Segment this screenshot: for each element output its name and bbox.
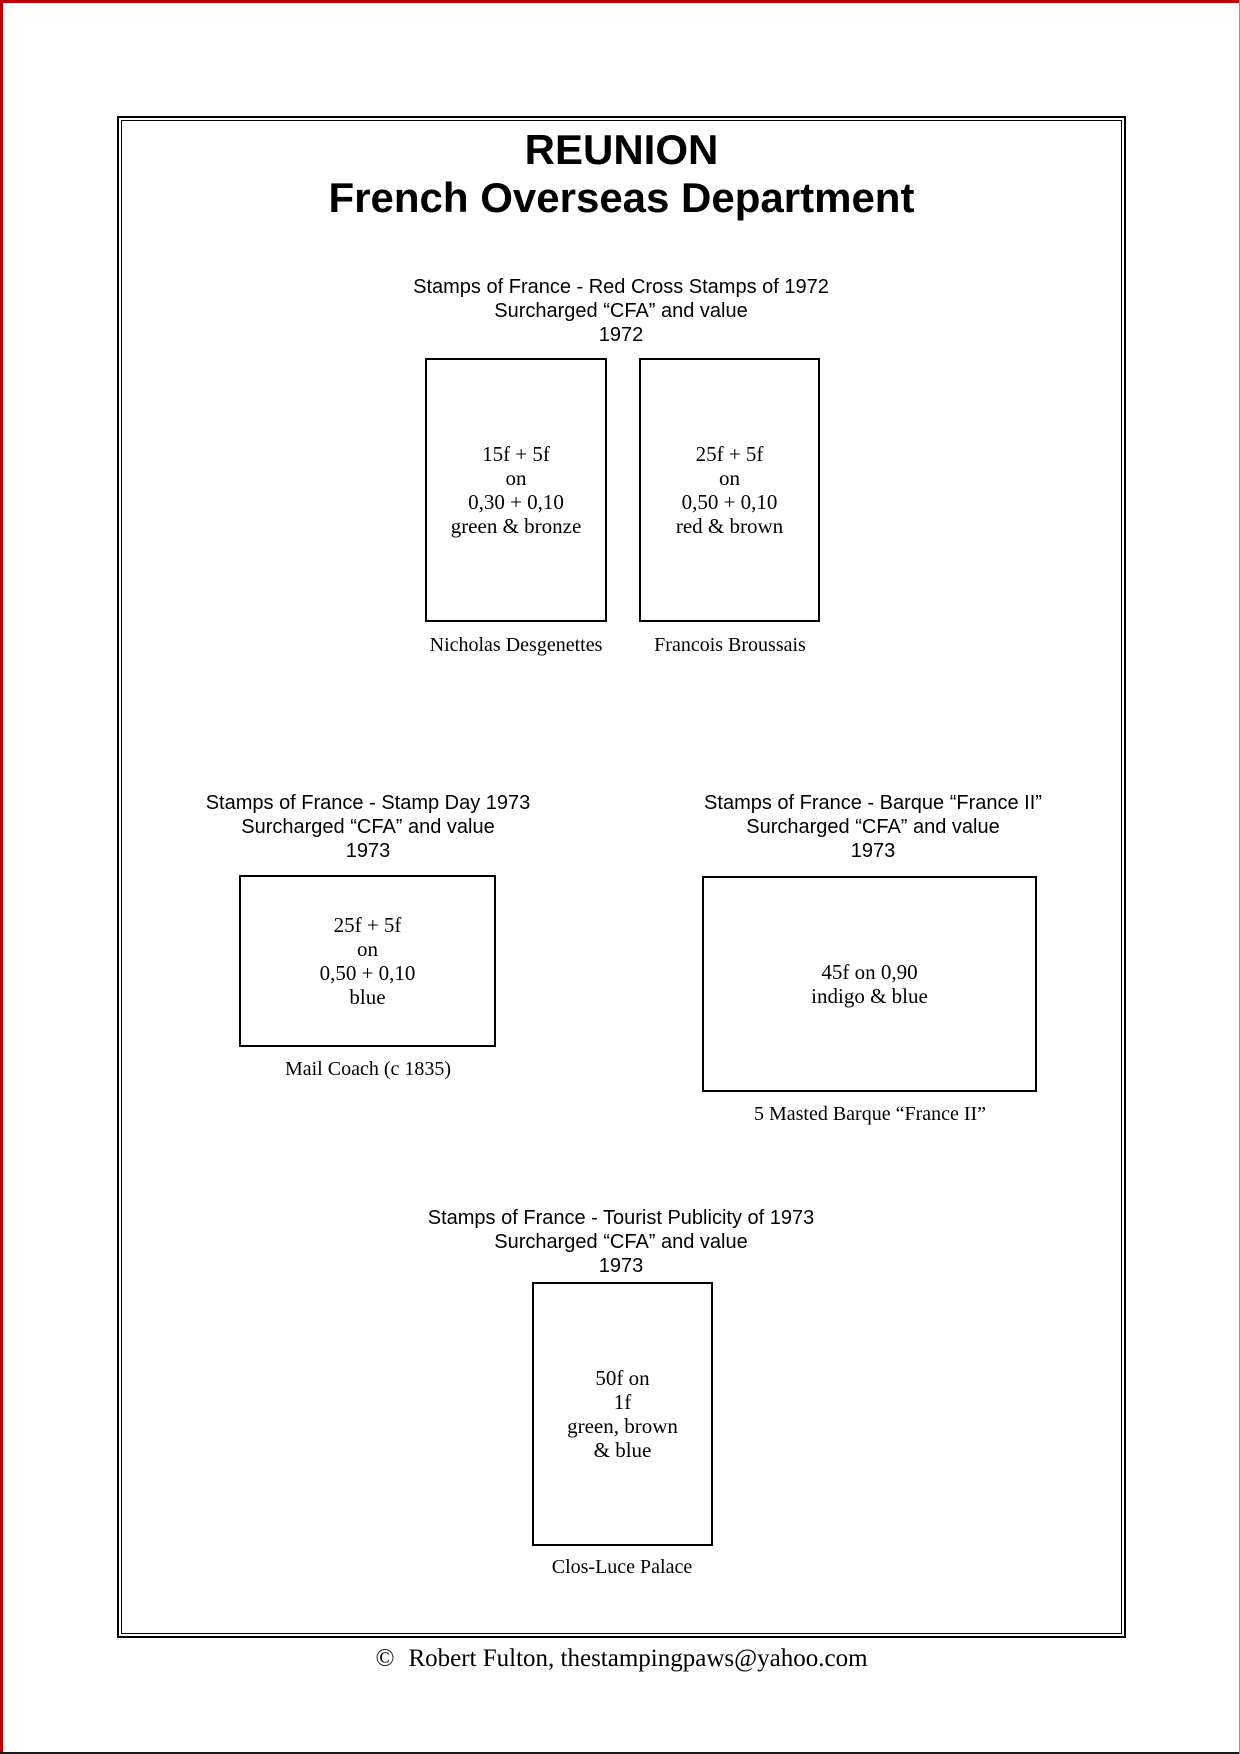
section-header-barque-france-ii: Stamps of France - Barque “France II” Su… (573, 791, 1173, 863)
stamp-box-barque-france-ii: 45f on 0,90 indigo & blue (702, 876, 1037, 1092)
stamp-text-line: 50f on (595, 1366, 650, 1390)
stamp-box-clos-luce-palace: 50f on 1f green, brown & blue (532, 1282, 713, 1546)
page-subtitle: French Overseas Department (328, 174, 915, 221)
stamp-text-line: & blue (593, 1438, 652, 1462)
section-header-line: Surcharged “CFA” and value (494, 300, 748, 322)
page-frame-border (117, 116, 1126, 1638)
section-header-year: 1973 (345, 840, 391, 862)
stamp-box-mail-coach: 25f + 5f on 0,50 + 0,10 blue (239, 875, 496, 1047)
stamp-text-line: on (357, 937, 378, 961)
page-edge-top (0, 0, 1240, 3)
stamp-text-line: on (505, 466, 527, 490)
stamp-text-line: 25f + 5f (333, 913, 402, 937)
stamp-caption-nicholas-desgenettes: Nicholas Desgenettes (429, 634, 603, 656)
page-edge-left (0, 0, 3, 1754)
stamp-description: 25f + 5f on 0,50 + 0,10 red & brown (676, 442, 783, 538)
stamp-text-line: 0,50 + 0,10 (681, 490, 778, 514)
stamp-box-francois-broussais: 25f + 5f on 0,50 + 0,10 red & brown (639, 358, 820, 622)
section-header-line: Surcharged “CFA” and value (746, 816, 1000, 838)
section-header-line: Surcharged “CFA” and value (494, 1231, 748, 1253)
title-block: REUNION French Overseas Department (117, 126, 1126, 222)
page-title: REUNION (524, 126, 719, 173)
page-frame-inner-border (121, 120, 1122, 1634)
section-header-year: 1973 (598, 1255, 644, 1277)
section-header-line: Stamps of France - Red Cross Stamps of 1… (413, 276, 829, 298)
stamp-text-line: green, brown (567, 1414, 678, 1438)
stamp-text-line: 0,30 + 0,10 (468, 490, 564, 514)
stamp-description: 15f + 5f on 0,30 + 0,10 green & bronze (451, 442, 582, 538)
section-header-tourist-publicity-1973: Stamps of France - Tourist Publicity of … (321, 1206, 921, 1278)
stamp-text-line: on (719, 466, 740, 490)
copyright-symbol: © (375, 1645, 395, 1672)
stamp-text-line: 15f + 5f (482, 442, 550, 466)
section-header-line: Stamps of France - Barque “France II” (704, 792, 1042, 814)
stamp-description: 50f on 1f green, brown & blue (567, 1366, 678, 1462)
stamp-text-line: 0,50 + 0,10 (319, 961, 416, 985)
stamp-description: 45f on 0,90 indigo & blue (811, 960, 928, 1008)
section-header-year: 1973 (850, 840, 896, 862)
stamp-text-line: red & brown (675, 514, 784, 538)
stamp-text-line: green & bronze (450, 514, 582, 538)
footer-credit: Robert Fulton, thestampingpaws@yahoo.com (408, 1645, 868, 1672)
stamp-text-line: 45f on 0,90 (821, 960, 918, 984)
section-header-line: Surcharged “CFA” and value (241, 816, 495, 838)
page-footer: © Robert Fulton, thestampingpaws@yahoo.co… (117, 1645, 1126, 1673)
stamp-description: 25f + 5f on 0,50 + 0,10 blue (320, 913, 416, 1009)
section-header-year: 1972 (598, 324, 644, 346)
section-header-stamp-day-1973: Stamps of France - Stamp Day 1973 Surcha… (68, 791, 668, 863)
stamp-box-nicholas-desgenettes: 15f + 5f on 0,30 + 0,10 green & bronze (425, 358, 607, 622)
stamp-text-line: 1f (613, 1390, 632, 1414)
stamp-caption-mail-coach: Mail Coach (c 1835) (284, 1058, 452, 1080)
stamp-text-line: blue (349, 985, 386, 1009)
section-header-red-cross-1972: Stamps of France - Red Cross Stamps of 1… (321, 275, 921, 347)
stamp-caption-clos-luce-palace: Clos-Luce Palace (551, 1556, 693, 1578)
stamp-caption-francois-broussais: Francois Broussais (654, 634, 806, 656)
section-header-line: Stamps of France - Tourist Publicity of … (427, 1207, 815, 1229)
stamp-caption-barque-france-ii: 5 Masted Barque “France II” (753, 1103, 987, 1125)
stamp-text-line: indigo & blue (811, 984, 928, 1008)
page-edge-bottom (0, 1752, 1240, 1754)
section-header-line: Stamps of France - Stamp Day 1973 (205, 792, 531, 814)
stamp-text-line: 25f + 5f (695, 442, 764, 466)
